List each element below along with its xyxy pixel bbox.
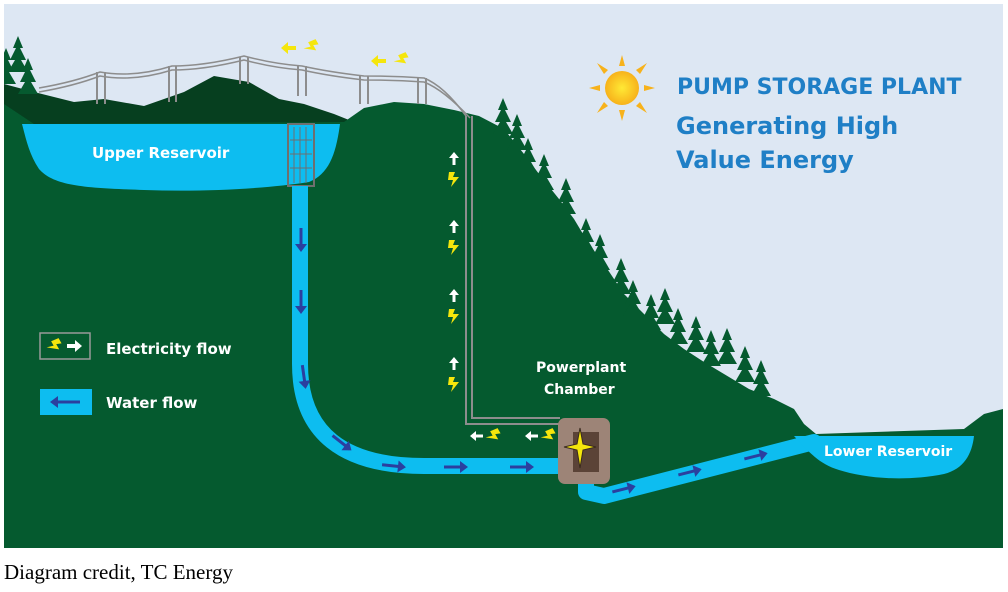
legend: Electricity flow Water flow [39, 332, 232, 415]
powerplant-label-line1: Powerplant [536, 360, 626, 376]
legend-water-label: Water flow [106, 394, 198, 412]
legend-electricity-label: Electricity flow [106, 340, 232, 358]
transmission-lines [38, 55, 560, 425]
lower-reservoir [794, 436, 974, 479]
lower-reservoir-label: Lower Reservoir [824, 444, 952, 460]
powerplant-label-line2: Chamber [544, 382, 615, 398]
water-flow-icon [40, 389, 92, 415]
upper-reservoir [22, 124, 340, 191]
forest-landmass [4, 102, 1003, 548]
powerplant-chamber [558, 418, 610, 484]
diagram-caption: Diagram credit, TC Energy [4, 560, 233, 584]
pump-storage-diagram: Upper Reservoir Lower Reservoir [4, 4, 1003, 548]
diagram-subtitle-line2: Value Energy [676, 146, 854, 174]
diagram-title: PUMP STORAGE PLANT [677, 75, 962, 100]
electricity-flow-icon [39, 332, 91, 360]
diagram-subtitle-line1: Generating High [676, 112, 898, 140]
upper-reservoir-label: Upper Reservoir [92, 144, 230, 162]
penstock-pipe [292, 186, 564, 474]
sun-icon [589, 55, 655, 121]
